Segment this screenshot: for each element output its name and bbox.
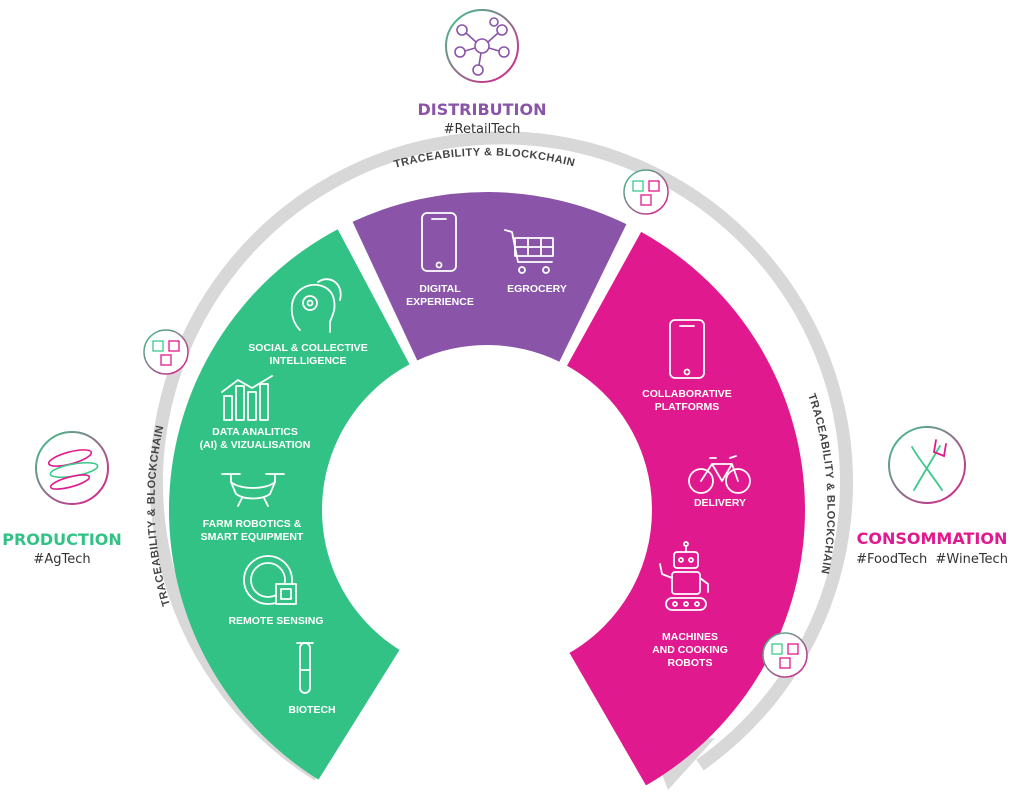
svg-text:EXPERIENCE: EXPERIENCE: [406, 296, 474, 308]
svg-text:AND COOKING: AND COOKING: [652, 644, 728, 656]
blockchain-badge-left: [143, 329, 189, 375]
svg-text:PLATFORMS: PLATFORMS: [655, 401, 720, 413]
bicycle-icon: [688, 455, 751, 494]
svg-text:INTELLIGENCE: INTELLIGENCE: [269, 355, 346, 367]
distribution-sector: [352, 191, 627, 362]
network-hub-icon: [454, 17, 510, 76]
production-sector: [169, 229, 410, 780]
svg-text:EGROCERY: EGROCERY: [507, 283, 567, 295]
blockchain-badge-right: [762, 632, 808, 678]
drone-icon: [221, 473, 285, 507]
blockchain-cubes-icon: [152, 340, 180, 366]
production-item-biotech: BIOTECH: [288, 642, 336, 716]
svg-text:COLLABORATIVE: COLLABORATIVE: [642, 388, 732, 400]
production-node: PRODUCTION #AgTech: [2, 431, 122, 567]
svg-text:SMART EQUIPMENT: SMART EQUIPMENT: [201, 531, 304, 543]
svg-text:DATA ANALITICS: DATA ANALITICS: [212, 426, 298, 438]
svg-text:CONSOMMATION: CONSOMMATION: [857, 529, 1008, 548]
svg-text:#RetailTech: #RetailTech: [444, 122, 521, 137]
svg-text:MACHINES: MACHINES: [662, 631, 718, 643]
smartphone-icon: [669, 319, 705, 379]
production-item-data-analytics: DATA ANALITICS (AI) & VIZUALISATION: [200, 375, 311, 451]
distribution-item-digital-experience: DIGITAL EXPERIENCE: [406, 212, 474, 308]
consommation-node: CONSOMMATION #FoodTech #WineTech: [856, 426, 1008, 567]
blockchain-badge-top: [623, 169, 669, 215]
smartphone-icon: [421, 212, 457, 272]
svg-text:BIOTECH: BIOTECH: [288, 704, 335, 716]
bar-chart-icon: [221, 375, 273, 421]
svg-text:DIGITAL: DIGITAL: [419, 283, 461, 295]
svg-text:#FoodTech #WineTech: #FoodTech #WineTech: [856, 552, 1008, 567]
traceability-ring: [150, 131, 853, 781]
production-item-social-intelligence: SOCIAL & COLLECTIVE INTELLIGENCE: [248, 278, 368, 367]
consommation-sector: [566, 231, 805, 786]
svg-text:ROBOTS: ROBOTS: [668, 657, 713, 669]
arc-label-right: TRACEABILITY & BLOCKCHAIN: [805, 392, 836, 575]
consommation-item-delivery: DELIVERY: [688, 455, 751, 509]
svg-text:DISTRIBUTION: DISTRIBUTION: [418, 100, 547, 119]
distribution-item-egrocery: EGROCERY: [504, 229, 567, 295]
distribution-node: DISTRIBUTION #RetailTech: [418, 9, 547, 137]
consommation-item-cooking-robots: MACHINES AND COOKING ROBOTS: [652, 541, 728, 669]
head-gear-icon: [290, 278, 342, 333]
consommation-item-collaborative-platforms: COLLABORATIVE PLATFORMS: [642, 319, 732, 413]
test-tube-icon: [296, 642, 314, 694]
blockchain-cubes-icon: [632, 180, 660, 206]
production-item-farm-robotics: FARM ROBOTICS & SMART EQUIPMENT: [201, 473, 304, 543]
blockchain-cubes-icon: [771, 643, 799, 669]
svg-text:#AgTech: #AgTech: [33, 552, 90, 567]
production-item-remote-sensing: REMOTE SENSING: [228, 555, 324, 627]
svg-text:FARM ROBOTICS &: FARM ROBOTICS &: [203, 518, 302, 530]
shopping-cart-icon: [504, 229, 554, 274]
knife-fork-icon: [911, 439, 947, 491]
robot-icon: [659, 541, 709, 611]
svg-text:REMOTE SENSING: REMOTE SENSING: [228, 615, 323, 627]
sensor-icon: [243, 555, 297, 605]
svg-text:(AI) & VIZUALISATION: (AI) & VIZUALISATION: [200, 439, 311, 451]
seeds-icon: [47, 449, 99, 490]
svg-text:PRODUCTION: PRODUCTION: [2, 530, 122, 549]
svg-text:DELIVERY: DELIVERY: [694, 497, 746, 509]
svg-text:SOCIAL & COLLECTIVE: SOCIAL & COLLECTIVE: [248, 342, 367, 354]
